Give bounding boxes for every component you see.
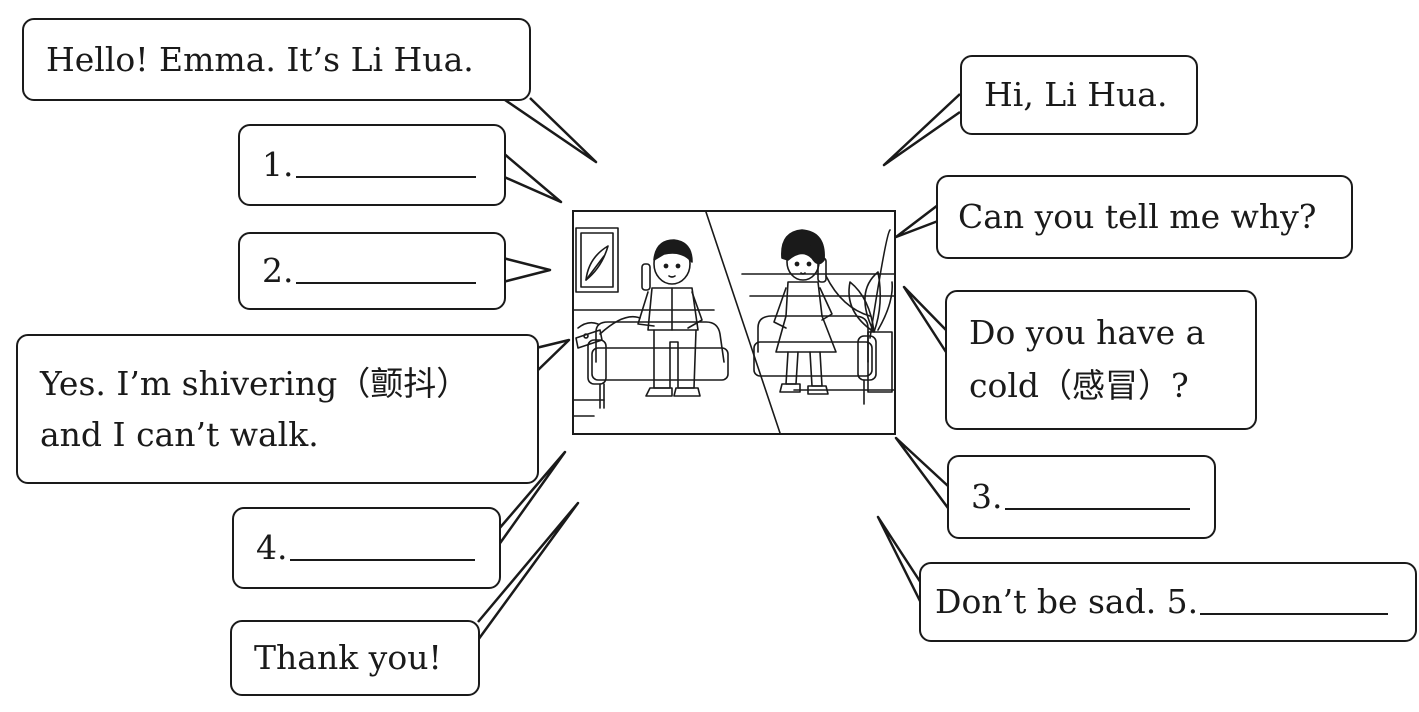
scene-drawing	[573, 211, 895, 434]
shiver-text-line2: and I can’t walk.	[40, 415, 319, 454]
answer-blank-2[interactable]	[295, 258, 476, 284]
blank-1-label: 1.	[262, 145, 294, 185]
tail-blank3	[894, 436, 950, 509]
cold-text-line1: Do you have a	[969, 313, 1206, 353]
left-room	[573, 227, 729, 417]
tail-blank2	[502, 256, 552, 284]
tail-why	[894, 204, 939, 239]
tail-cold	[902, 285, 948, 353]
boy-figure	[637, 239, 703, 397]
sad-text: Don’t be sad. 5.	[935, 582, 1199, 622]
why-text: Can you tell me why?	[958, 197, 1317, 237]
bubble-blank-2: 2.	[238, 232, 506, 310]
bubble-why: Can you tell me why?	[936, 175, 1353, 259]
bubble-thank-you: Thank you!	[230, 620, 480, 696]
tail-sad	[876, 515, 923, 604]
answer-blank-4[interactable]	[289, 535, 475, 561]
answer-blank-1[interactable]	[295, 152, 476, 178]
blank-3-label: 3.	[971, 477, 1003, 517]
hi-text: Hi, Li Hua.	[984, 75, 1168, 115]
blank-4-label: 4.	[256, 528, 288, 568]
shiver-text-line1: Yes. I’m shivering（颤抖）	[40, 363, 470, 403]
bubble-hello: Hello! Emma. It’s Li Hua.	[22, 18, 531, 101]
bubble-shivering: Yes. I’m shivering（颤抖） and I can’t walk.	[16, 334, 539, 484]
bubble-dont-be-sad: Don’t be sad. 5.	[919, 562, 1417, 642]
tail-thanks	[476, 501, 580, 641]
bubble-hi: Hi, Li Hua.	[960, 55, 1198, 135]
phone-call-illustration	[572, 210, 896, 435]
bubble-hello-text: Hello! Emma. It’s Li Hua.	[46, 39, 474, 79]
girl-figure	[773, 229, 871, 395]
answer-blank-5[interactable]	[1200, 589, 1389, 615]
blank-2-label: 2.	[262, 251, 294, 291]
scene-divider	[705, 211, 781, 434]
right-room	[741, 229, 895, 405]
tail-shiver	[535, 338, 571, 373]
tail-blank4	[496, 450, 567, 547]
bubble-blank-3: 3.	[947, 455, 1216, 539]
tail-blank1	[501, 151, 563, 204]
bubble-blank-1: 1.	[238, 124, 506, 206]
bubble-cold: Do you have a cold（感冒）?	[945, 290, 1257, 430]
tail-hi	[882, 93, 961, 167]
answer-blank-3[interactable]	[1004, 484, 1190, 510]
bubble-blank-4: 4.	[232, 507, 501, 589]
thank-you-text: Thank you!	[254, 638, 442, 678]
tail-hello	[504, 97, 598, 164]
cold-text-line2: cold（感冒）?	[969, 366, 1189, 405]
